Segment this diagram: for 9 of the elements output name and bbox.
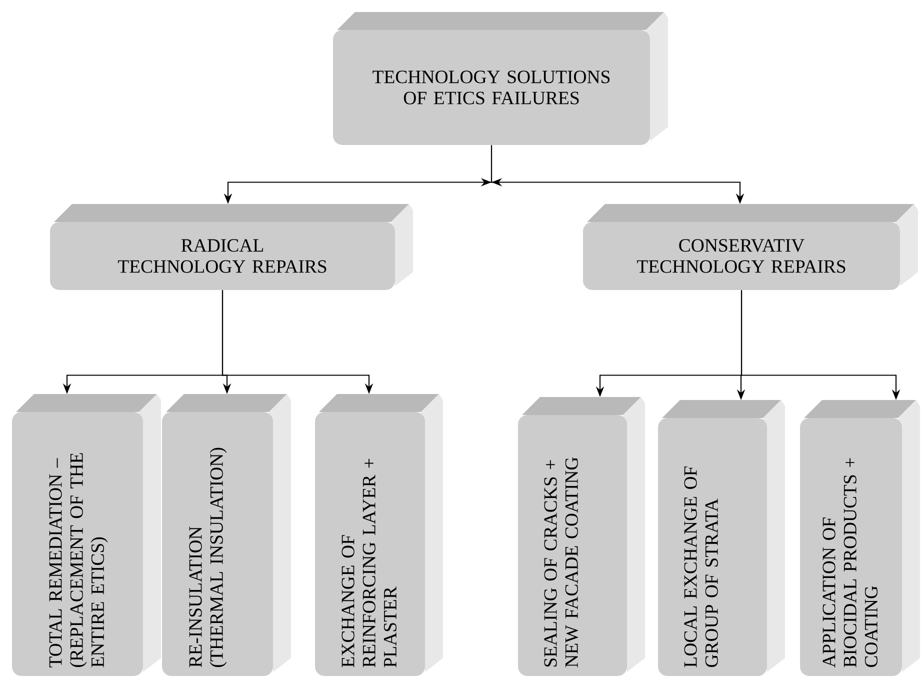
process-box: RADICAL TECHNOLOGY REPAIRS xyxy=(50,204,413,290)
process-box: TECHNOLOGY SOLUTIONS OF ETICS FAILURES xyxy=(333,12,668,145)
process-box: LOCAL EXCHANGE OF GROUP OF STRATA xyxy=(658,400,785,676)
process-box: SEALING OF CRACKS + NEW FACADE COATING xyxy=(518,397,645,676)
process-box: RE-INSULATION (THERMAL INSULATION) xyxy=(162,394,291,676)
process-box: APPLICATION OF BIOCIDAL PRODUCTS + COATING xyxy=(800,400,920,676)
process-box: TOTAL REMEDIATION – (REPLACEMENT OF THE ENTIRE ETICS) xyxy=(12,394,161,676)
process-box: CONSERVATIV TECHNOLOGY REPAIRS xyxy=(583,204,918,290)
process-box: EXCHANGE OF REINFORCING LAYER + PLASTER xyxy=(315,394,443,676)
